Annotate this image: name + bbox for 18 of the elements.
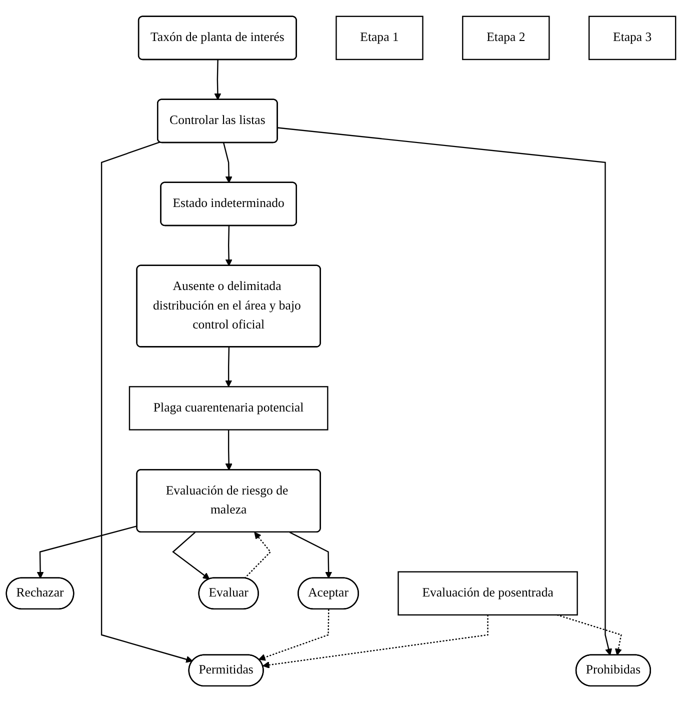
arrow	[223, 143, 232, 184]
arrow	[278, 127, 612, 656]
node-box: Etapa 2	[462, 16, 550, 60]
arrow	[289, 532, 332, 579]
arrow	[225, 226, 232, 266]
node-box: Etapa 3	[588, 16, 676, 60]
node-box: Evaluación de posentrada	[398, 572, 578, 616]
node-box: Plaga cuarentenaria potencial	[128, 386, 328, 431]
arrow	[258, 610, 330, 662]
arrow	[225, 347, 232, 388]
arrow	[225, 430, 232, 471]
arrow	[244, 532, 272, 580]
arrow	[262, 615, 488, 669]
arrow	[100, 142, 193, 664]
arrow	[214, 60, 222, 100]
arrow	[36, 526, 138, 579]
arrow	[172, 532, 210, 580]
node-box: Etapa 1	[336, 16, 424, 60]
